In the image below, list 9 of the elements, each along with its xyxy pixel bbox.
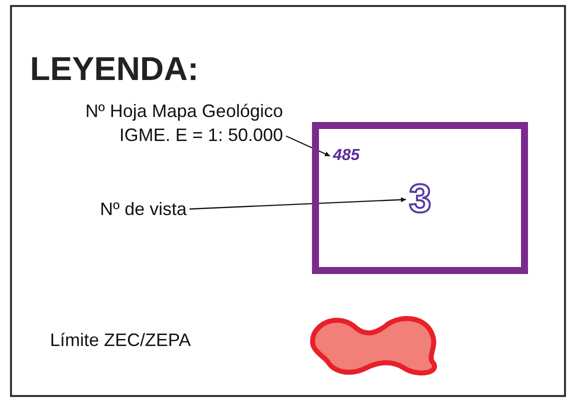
leader-label: Nº de vista (100, 199, 187, 220)
leader-line (286, 135, 330, 157)
leader-label: Nº Hoja Mapa Geológico IGME. E = 1: 50.000 (25, 99, 283, 147)
map-sheet-box (312, 122, 528, 274)
legend-label: Límite ZEC/ZEPA (50, 330, 191, 351)
leader-line (190, 197, 406, 210)
sheet-number: 485 (333, 147, 360, 165)
legend-title: LEYENDA: (30, 50, 199, 88)
view-number: 3 (409, 177, 432, 222)
